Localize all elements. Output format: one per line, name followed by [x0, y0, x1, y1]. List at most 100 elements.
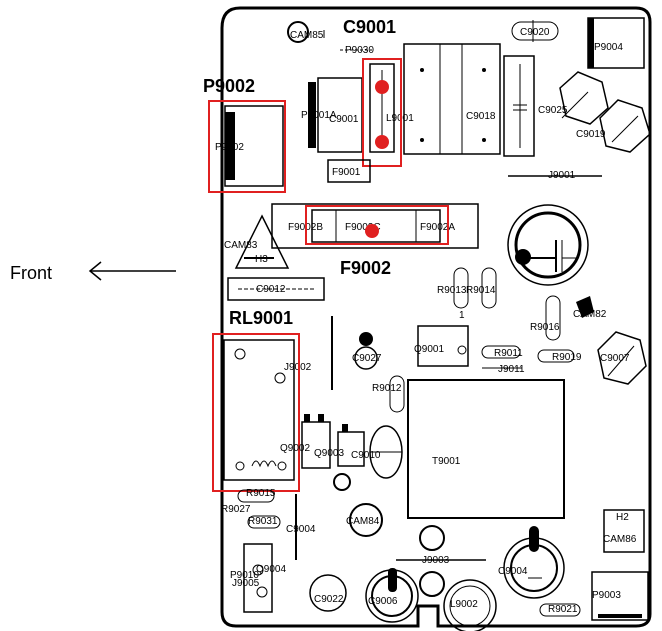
c9027-pad: [359, 332, 373, 346]
c9018-hole: [482, 138, 486, 142]
r9031-component: [247, 515, 281, 529]
q9003-component: [337, 431, 365, 467]
electrolytic-cap-large: [507, 204, 589, 286]
p9010-label: P9010: [230, 570, 259, 581]
rl9001-pin: [234, 348, 246, 360]
q9002-pin: [304, 414, 310, 422]
highlight-f9002: [305, 205, 449, 245]
l9001-component: [369, 63, 395, 153]
fuse-holder-outline: [271, 203, 479, 249]
cam86-label: CAM86: [603, 534, 637, 545]
q9002-label: Q9002: [280, 443, 310, 454]
p9003-edge: [598, 614, 642, 618]
r9014-label: R9014: [466, 285, 496, 296]
f9002a-label: F9002A: [420, 222, 455, 233]
r9013-component: [453, 267, 469, 309]
c9010-label: C9010: [351, 450, 381, 461]
c9027-component: [354, 346, 378, 370]
marker-dot-f9002: [365, 224, 379, 238]
c9019-component: [599, 99, 651, 153]
l9002-component: [443, 579, 497, 631]
cam85-label: CAM85: [290, 30, 324, 41]
r9015-label: R9015: [246, 488, 276, 499]
r9021-label: R9021: [548, 604, 578, 615]
c9025-marking: [561, 91, 589, 119]
f9002-fuse-body: [311, 209, 441, 243]
t9001-label: T9001: [432, 456, 461, 467]
highlight-rl9001: [212, 333, 300, 492]
marker-dot-c9001-top: [375, 80, 389, 94]
p9030-label: P9030: [345, 45, 374, 56]
cam83-label: CAM83: [224, 240, 258, 251]
c9004-bottom-pad: [529, 526, 539, 552]
j9003-label: J9003: [422, 555, 450, 566]
q9002-pin: [318, 414, 324, 422]
callout-c9001: C9001: [343, 17, 396, 37]
electrolytic-cap-large-inner: [514, 211, 582, 279]
r9011-label: R9011: [494, 348, 523, 359]
c9027-label: C9027: [352, 353, 382, 364]
p9003-label: P9003: [592, 590, 621, 601]
f9001-label: F9001: [332, 167, 361, 178]
j9003-pad: [419, 571, 445, 597]
c9018-label: C9018: [466, 111, 496, 122]
one-label: 1: [459, 310, 465, 321]
rl9001-pin: [235, 461, 245, 471]
c9004b-label: C9004: [498, 566, 528, 577]
j9001-label: J9001: [548, 170, 576, 181]
c9004a-label: C9004: [286, 524, 316, 535]
r9016-component: [545, 295, 561, 341]
p9001a-edge: [308, 82, 316, 148]
c9025-component: [559, 71, 609, 125]
c9007-marking: [607, 345, 635, 377]
c9018-component: [403, 43, 501, 155]
q9001-pin: [457, 345, 467, 355]
c9007-component: [597, 331, 647, 385]
j9011-label: J9011: [498, 364, 525, 375]
r9012-component: [389, 375, 405, 413]
pcb-board-outline: [220, 6, 652, 628]
q9003-pad: [333, 473, 351, 491]
p9002-edge: [225, 112, 235, 180]
j9003-pad: [419, 525, 445, 551]
r9013-label: R9013: [437, 285, 467, 296]
l9002-label: L9002: [450, 599, 478, 610]
t9001-transformer: [407, 379, 565, 519]
cam84-mark: [349, 503, 383, 537]
c9018-hole: [420, 138, 424, 142]
c9006-label: C9006: [368, 596, 398, 607]
c9001-board-label: C9001: [329, 114, 359, 125]
r9019-component: [537, 349, 575, 363]
cam82-mark: [576, 296, 594, 318]
p9004-label: P9004: [594, 42, 623, 53]
c9006-pad: [388, 568, 397, 592]
h3-label: H3: [255, 254, 268, 265]
cam82-label: CAM82: [573, 309, 607, 320]
rl9001-coil-icon: [251, 460, 277, 468]
highlight-c9001: [362, 58, 402, 167]
c9018-cap-body: [503, 55, 535, 157]
r9027-label: R9027: [221, 504, 251, 515]
cam83-warning-triangle: [234, 214, 290, 269]
callout-p9002: P9002: [203, 76, 255, 96]
c9019-label: C9019: [576, 129, 606, 140]
r9014-component: [481, 267, 497, 309]
q9002-component: [301, 421, 331, 469]
rl9001-pin: [277, 461, 287, 471]
c9025-label: C9025: [538, 105, 568, 116]
j9005-label: J9005: [232, 578, 260, 589]
r9021-component: [539, 603, 581, 617]
c9018-hole: [482, 68, 486, 72]
cap-large-polarity-dot: [515, 249, 531, 265]
l9002-inner: [449, 585, 491, 627]
r9019-label: R9019: [552, 352, 582, 363]
q9001-label: Q9001: [414, 344, 444, 355]
callout-rl9001: RL9001: [229, 308, 293, 328]
r9012-label: R9012: [372, 383, 402, 394]
c9022-component: [309, 574, 347, 612]
q9004-label: Q9004: [256, 564, 286, 575]
c9020-label: C9020: [520, 27, 550, 38]
front-arrow-icon: [88, 261, 176, 281]
callout-f9002: F9002: [340, 258, 391, 278]
